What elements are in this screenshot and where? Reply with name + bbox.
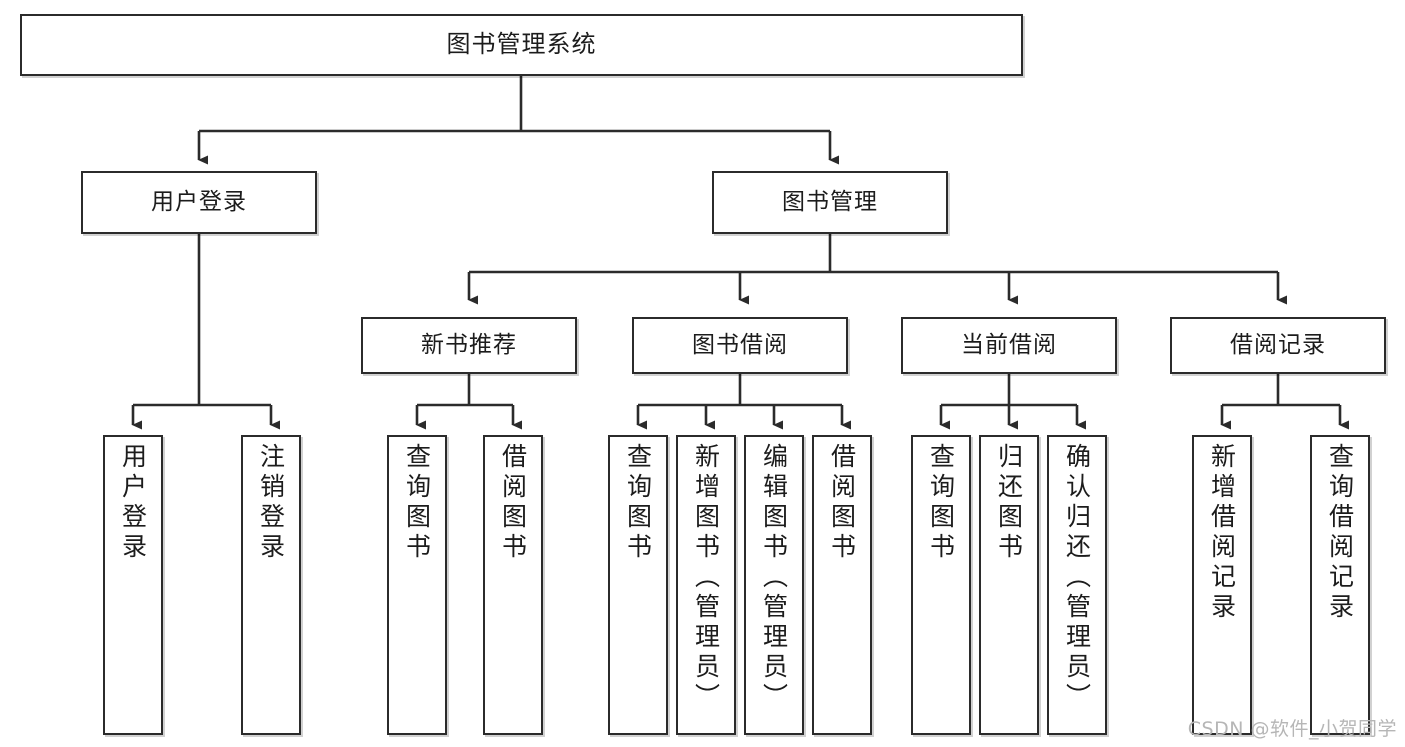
node-root[interactable]: 图书管理系统	[20, 14, 1023, 76]
node-book-borrow-label: 图书借阅	[692, 332, 788, 359]
leaf-book-borrow-edit-label: 编辑图书（管理员）	[759, 443, 789, 713]
leaf-borrow-record-query-label: 查询借阅记录	[1325, 443, 1355, 623]
leaf-current-borrow-return-label: 归还图书	[994, 443, 1024, 563]
leaf-book-borrow-add-label: 新增图书（管理员）	[691, 443, 721, 713]
leaf-book-borrow-borrow-label: 借阅图书	[827, 443, 857, 563]
node-user-login[interactable]: 用户登录	[81, 171, 317, 234]
node-new-book-recommend-label: 新书推荐	[421, 332, 517, 359]
leaf-current-borrow-query-label: 查询图书	[926, 443, 956, 563]
node-root-label: 图书管理系统	[446, 30, 597, 59]
leaf-new-book-query[interactable]: 查询图书	[387, 435, 447, 735]
leaf-book-borrow-query-label: 查询图书	[623, 443, 653, 563]
node-book-management-label: 图书管理	[782, 189, 878, 216]
node-borrow-record-label: 借阅记录	[1230, 332, 1326, 359]
node-new-book-recommend[interactable]: 新书推荐	[361, 317, 577, 374]
leaf-user-login-logout-label: 注销登录	[256, 443, 286, 563]
leaf-current-borrow-confirm[interactable]: 确认归还（管理员）	[1047, 435, 1107, 735]
leaf-user-login-login[interactable]: 用户登录	[103, 435, 163, 735]
leaf-borrow-record-query[interactable]: 查询借阅记录	[1310, 435, 1370, 735]
node-book-borrow[interactable]: 图书借阅	[632, 317, 848, 374]
leaf-book-borrow-borrow[interactable]: 借阅图书	[812, 435, 872, 735]
leaf-new-book-borrow[interactable]: 借阅图书	[483, 435, 543, 735]
leaf-book-borrow-add[interactable]: 新增图书（管理员）	[676, 435, 736, 735]
node-current-borrow[interactable]: 当前借阅	[901, 317, 1117, 374]
leaf-new-book-query-label: 查询图书	[402, 443, 432, 563]
node-user-login-label: 用户登录	[151, 189, 247, 216]
leaf-current-borrow-confirm-label: 确认归还（管理员）	[1062, 443, 1092, 713]
leaf-book-borrow-query[interactable]: 查询图书	[608, 435, 668, 735]
node-borrow-record[interactable]: 借阅记录	[1170, 317, 1386, 374]
node-current-borrow-label: 当前借阅	[961, 332, 1057, 359]
leaf-borrow-record-add-label: 新增借阅记录	[1207, 443, 1237, 623]
leaf-user-login-login-label: 用户登录	[118, 443, 148, 563]
watermark: CSDN @软件_小贺同学	[1187, 718, 1397, 740]
leaf-book-borrow-edit[interactable]: 编辑图书（管理员）	[744, 435, 804, 735]
leaf-current-borrow-query[interactable]: 查询图书	[911, 435, 971, 735]
leaf-user-login-logout[interactable]: 注销登录	[241, 435, 301, 735]
leaf-current-borrow-return[interactable]: 归还图书	[979, 435, 1039, 735]
node-book-management[interactable]: 图书管理	[712, 171, 948, 234]
leaf-borrow-record-add[interactable]: 新增借阅记录	[1192, 435, 1252, 735]
leaf-new-book-borrow-label: 借阅图书	[498, 443, 528, 563]
